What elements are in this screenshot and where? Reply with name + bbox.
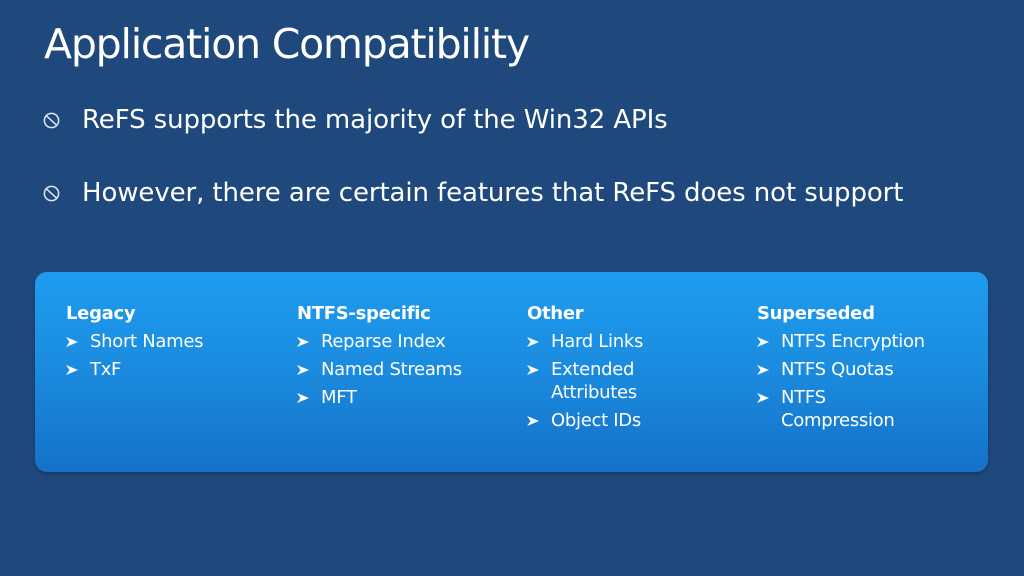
list-item-label: NTFS Quotas [781,359,894,380]
list-item-label: Object IDs [551,410,641,431]
arrowhead-bullet-icon [757,337,769,347]
column-item-list: Short Names TxF [66,330,286,381]
circle-slash-bullet-icon [43,112,60,129]
column-item-list: NTFS Encryption NTFS Quotas NTFS Compres… [757,330,977,432]
list-item-label: Extended Attributes [551,359,637,403]
column-legacy: Legacy Short Names TxF [66,302,286,386]
list-item-label: Reparse Index [321,331,446,352]
list-item: NTFS Quotas [757,358,977,381]
list-item: Reparse Index [297,330,517,353]
list-item-label: NTFS Encryption [781,331,925,352]
column-item-list: Reparse Index Named Streams MFT [297,330,517,409]
bullet-text: However, there are certain features that… [82,178,904,208]
arrowhead-bullet-icon [527,365,539,375]
arrowhead-bullet-icon [297,337,309,347]
list-item: Short Names [66,330,286,353]
column-superseded: Superseded NTFS Encryption NTFS Quotas N… [757,302,977,437]
list-item-label: Short Names [90,331,204,352]
list-item: Named Streams [297,358,517,381]
list-item-label: MFT [321,387,357,408]
arrowhead-bullet-icon [527,416,539,426]
arrowhead-bullet-icon [297,393,309,403]
arrowhead-bullet-icon [757,365,769,375]
list-item-label: TxF [90,359,122,380]
list-item: NTFS Compression [757,386,977,432]
column-heading: Other [527,303,584,324]
arrowhead-bullet-icon [527,337,539,347]
list-item: Hard Links [527,330,747,353]
arrowhead-bullet-icon [757,393,769,403]
slide-title: Application Compatibility [44,20,530,68]
list-item: Extended Attributes [527,358,747,404]
list-item: Object IDs [527,409,747,432]
list-item: MFT [297,386,517,409]
column-other: Other Hard Links Extended Attributes Obj… [527,302,747,437]
column-ntfs-specific: NTFS-specific Reparse Index Named Stream… [297,302,517,414]
list-item-label: Hard Links [551,331,644,352]
feature-panel: Legacy Short Names TxF NTFS-specific Rep… [35,272,988,472]
column-heading: Superseded [757,303,875,324]
list-item: TxF [66,358,286,381]
list-item-label: Named Streams [321,359,462,380]
arrowhead-bullet-icon [66,365,78,375]
bullet-text: ReFS supports the majority of the Win32 … [82,105,668,135]
list-item: NTFS Encryption [757,330,977,353]
column-item-list: Hard Links Extended Attributes Object ID… [527,330,747,432]
arrowhead-bullet-icon [66,337,78,347]
column-heading: Legacy [66,303,136,324]
list-item-label: NTFS Compression [781,387,895,431]
column-heading: NTFS-specific [297,303,431,324]
circle-slash-bullet-icon [43,185,60,202]
arrowhead-bullet-icon [297,365,309,375]
